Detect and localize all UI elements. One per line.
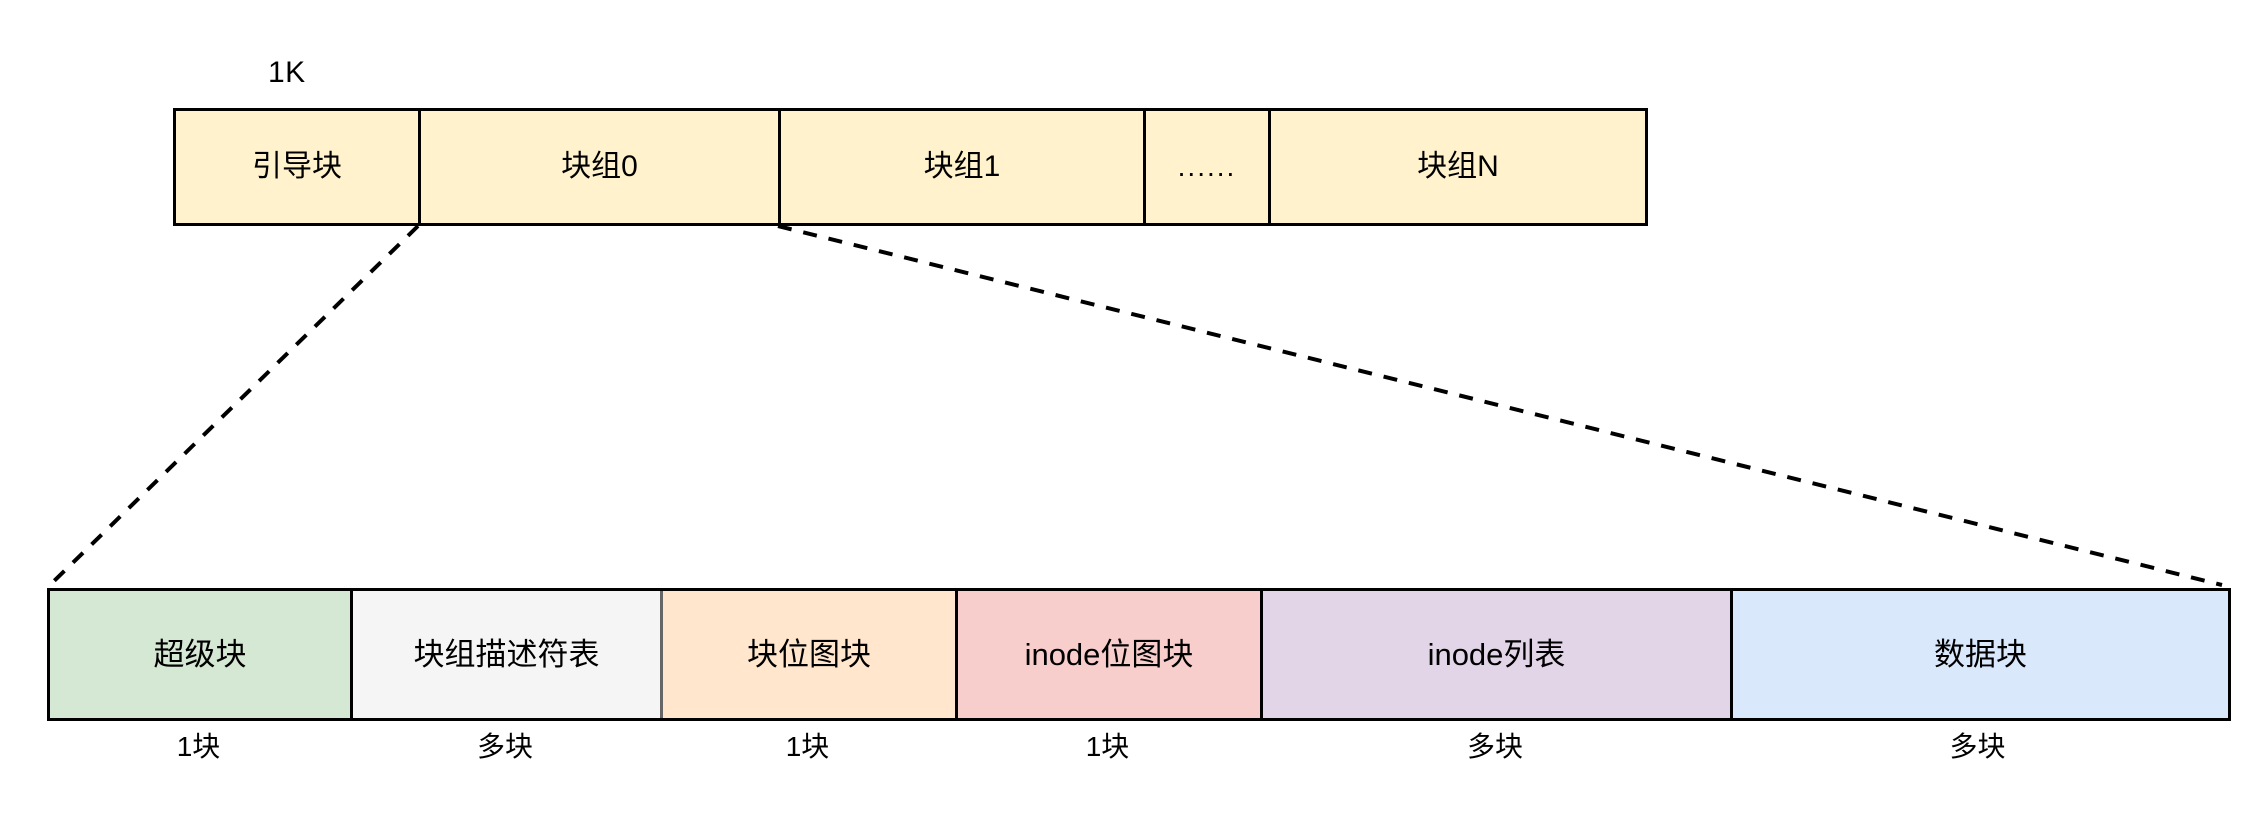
block-count-block-bitmap-label: 1块 xyxy=(785,731,830,762)
block-count-data-blocks: 多块 xyxy=(1730,733,2225,773)
block-cell-group-descriptor-table[interactable]: 块组描述符表 xyxy=(353,591,663,718)
disk-layout-row: 引导块 块组0 块组1 ...... 块组N xyxy=(173,108,1648,226)
disk-cell-block-group-1-label: 块组1 xyxy=(923,150,1001,183)
disk-cell-ellipsis-label: ...... xyxy=(1177,151,1237,183)
block-cell-inode-bitmap[interactable]: inode位图块 xyxy=(958,591,1263,718)
disk-cell-boot-block[interactable]: 引导块 xyxy=(176,111,421,223)
block-count-inode-table-label: 多块 xyxy=(1466,731,1523,762)
disk-cell-block-group-n[interactable]: 块组N xyxy=(1271,111,1645,223)
block-count-super-block: 1块 xyxy=(47,733,350,773)
block-count-group-descriptor-table-label: 多块 xyxy=(476,731,533,762)
block-cell-data-blocks-label: 数据块 xyxy=(1934,636,2027,672)
block-count-row: 1块 多块 1块 1块 多块 多块 xyxy=(47,733,2225,773)
block-count-block-bitmap: 1块 xyxy=(660,733,955,773)
disk-cell-block-group-0[interactable]: 块组0 xyxy=(421,111,781,223)
block-count-inode-bitmap: 1块 xyxy=(955,733,1260,773)
connector-left-guide xyxy=(48,224,420,587)
disk-cell-boot-block-label: 引导块 xyxy=(252,150,342,183)
block-count-super-block-label: 1块 xyxy=(176,731,221,762)
block-count-data-blocks-label: 多块 xyxy=(1949,731,2006,762)
disk-cell-block-group-n-label: 块组N xyxy=(1417,150,1499,183)
block-cell-group-descriptor-table-label: 块组描述符表 xyxy=(413,636,600,672)
disk-cell-block-group-1[interactable]: 块组1 xyxy=(781,111,1146,223)
disk-cell-ellipsis: ...... xyxy=(1146,111,1271,223)
block-cell-block-bitmap-label: 块位图块 xyxy=(747,636,871,672)
block-cell-inode-bitmap-label: inode位图块 xyxy=(1024,636,1194,672)
size-caption-1k: 1K xyxy=(268,56,306,89)
block-count-group-descriptor-table: 多块 xyxy=(350,733,660,773)
block-cell-inode-table-label: inode列表 xyxy=(1427,636,1566,672)
block-cell-block-bitmap[interactable]: 块位图块 xyxy=(663,591,958,718)
block-count-inode-table: 多块 xyxy=(1260,733,1730,773)
block-count-inode-bitmap-label: 1块 xyxy=(1085,731,1130,762)
block-cell-super-block[interactable]: 超级块 xyxy=(50,591,353,718)
block-cell-inode-table[interactable]: inode列表 xyxy=(1263,591,1733,718)
block-group-detail-row: 超级块 块组描述符表 块位图块 inode位图块 inode列表 数据块 xyxy=(47,588,2231,721)
disk-cell-block-group-0-label: 块组0 xyxy=(561,150,638,183)
block-cell-data-blocks[interactable]: 数据块 xyxy=(1733,591,2228,718)
connector-right-guide xyxy=(777,224,2223,587)
block-cell-super-block-label: 超级块 xyxy=(153,636,247,672)
